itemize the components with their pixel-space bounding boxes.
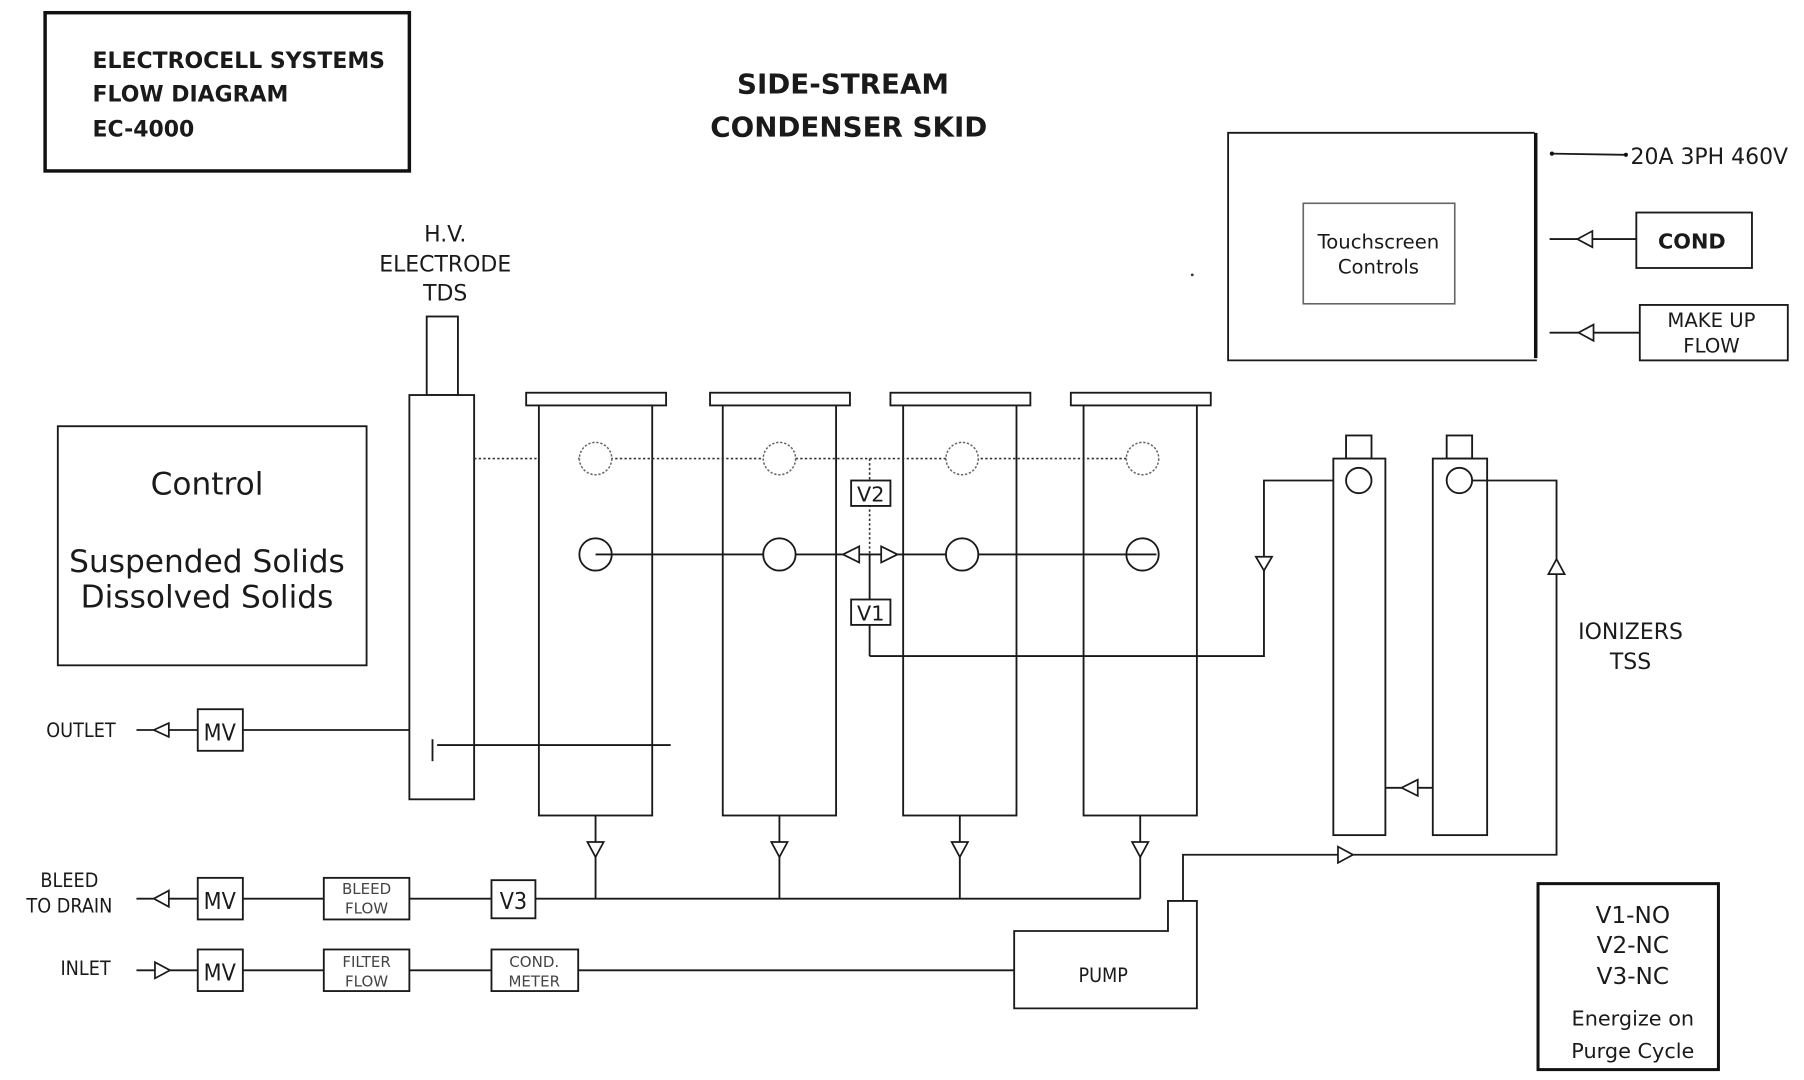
cell-drains — [586, 815, 1150, 899]
valve-v1-label: V1 — [857, 601, 884, 625]
bleed-flow-meter[interactable] — [322, 876, 411, 921]
bleed-line: BLEED TO DRAIN MV BLEED FLOW V3 — [25, 869, 1141, 921]
arrow-left-icon — [1575, 229, 1594, 249]
purge-port-4 — [1125, 441, 1160, 476]
arrow-left-icon — [841, 544, 861, 564]
inlet-label: INLET — [60, 957, 110, 980]
cond-label: COND — [1658, 229, 1726, 253]
mv-label: MV — [204, 961, 237, 987]
bleed-label-2: TO DRAIN — [25, 895, 112, 918]
filter-flow-label-1: FILTER — [342, 953, 390, 971]
valve-v3-label: V3 — [500, 889, 527, 915]
arrow-left-icon — [1399, 778, 1419, 798]
valve-v2[interactable] — [850, 479, 892, 507]
cond-meter-label-1: COND. — [509, 953, 559, 971]
makeup-label-1: MAKE UP — [1667, 309, 1755, 332]
arrow-down-icon — [586, 841, 606, 859]
mv-label: MV — [204, 889, 237, 915]
arrow-right-icon — [880, 544, 900, 564]
inlet-port-3 — [945, 537, 980, 572]
ionizers-label-2: TSS — [1609, 650, 1651, 675]
mv-label: MV — [204, 720, 237, 746]
makeup-flow-sensor[interactable] — [1638, 304, 1789, 362]
bleed-label-1: BLEED — [40, 869, 98, 892]
bleed-flow-label-1: BLEED — [342, 880, 391, 898]
pump[interactable]: PUMP — [1013, 900, 1198, 1010]
arrow-left-icon — [151, 889, 170, 909]
arrow-down-icon — [769, 841, 789, 859]
arrow-right-icon — [1337, 845, 1355, 865]
title-line-3: EC-4000 — [93, 117, 195, 142]
arrow-down-icon — [1130, 841, 1150, 859]
electrode-label-2: ELECTRODE — [379, 252, 511, 277]
title-block: ELECTROCELL SYSTEMS FLOW DIAGRAM EC-4000 — [43, 10, 412, 173]
arrow-left-icon — [151, 721, 170, 739]
purge-port-3 — [945, 441, 980, 476]
touchscreen-label-1: Touchscreen — [1317, 230, 1440, 253]
ionizer-2 — [1431, 434, 1489, 837]
power-terminal-icon — [1549, 151, 1554, 156]
valve-legend: V1-NO V2-NC V3-NC Energize on Purge Cycl… — [1536, 882, 1720, 1072]
electrode-label-3: TDS — [422, 281, 467, 306]
inlet-port-2 — [762, 537, 797, 572]
cond-sensor[interactable] — [1635, 211, 1753, 269]
control-title: Control — [151, 466, 264, 502]
control-line-1: Suspended Solids — [69, 544, 345, 580]
arrow-right-icon — [154, 960, 172, 980]
outlet-label: OUTLET — [46, 719, 116, 742]
bleed-flow-label-2: FLOW — [345, 900, 388, 918]
title-line-2: FLOW DIAGRAM — [93, 83, 289, 108]
valve-v1[interactable] — [850, 598, 892, 626]
arrow-down-icon — [1254, 555, 1274, 573]
ionizers-label-1: IONIZERS — [1578, 620, 1683, 645]
control-line-2: Dissolved Solids — [81, 580, 334, 616]
legend-note-1: Energize on — [1572, 1007, 1695, 1031]
legend-v2: V2-NC — [1597, 933, 1669, 959]
purge-port-1 — [578, 441, 613, 476]
outlet-manual-valve[interactable] — [196, 708, 244, 752]
filter-flow-label-2: FLOW — [345, 972, 388, 990]
purge-port-2 — [762, 441, 797, 476]
inlet-line: INLET MV FILTER FLOW COND. METER — [60, 948, 1015, 992]
control-box: Control Suspended Solids Dissolved Solid… — [56, 425, 368, 667]
legend-v3: V3-NC — [1597, 964, 1669, 990]
control-panel: Touchscreen Controls 20A 3PH 460V COND M… — [1190, 131, 1789, 362]
touchscreen-controls[interactable] — [1302, 202, 1456, 305]
pump-label: PUMP — [1078, 964, 1128, 987]
power-spec: 20A 3PH 460V — [1631, 145, 1789, 170]
page-heading: SIDE-STREAM CONDENSER SKID — [710, 68, 987, 144]
electrode-label-1: H.V. — [424, 222, 466, 247]
ionizer-1 — [1332, 434, 1387, 837]
legend-v1: V1-NO — [1596, 903, 1670, 929]
heading-line-1: SIDE-STREAM — [737, 68, 949, 101]
arrow-left-icon — [1576, 323, 1595, 343]
outlet-line: OUTLET MV — [46, 708, 671, 762]
touchscreen-label-2: Controls — [1338, 256, 1419, 279]
filter-flow-meter[interactable] — [322, 948, 411, 992]
valve-v2-label: V2 — [857, 482, 884, 506]
cond-meter[interactable] — [490, 948, 580, 992]
arrow-down-icon — [950, 841, 970, 859]
cell-1 — [525, 391, 668, 817]
title-line-1: ELECTROCELL SYSTEMS — [93, 49, 385, 74]
cond-meter-label-2: METER — [508, 972, 560, 990]
arrow-up-icon — [1546, 557, 1567, 575]
makeup-label-2: FLOW — [1683, 334, 1739, 357]
legend-note-2: Purge Cycle — [1571, 1039, 1694, 1063]
hv-electrode: H.V. ELECTRODE TDS — [379, 222, 579, 801]
heading-line-2: CONDENSER SKID — [710, 110, 987, 143]
